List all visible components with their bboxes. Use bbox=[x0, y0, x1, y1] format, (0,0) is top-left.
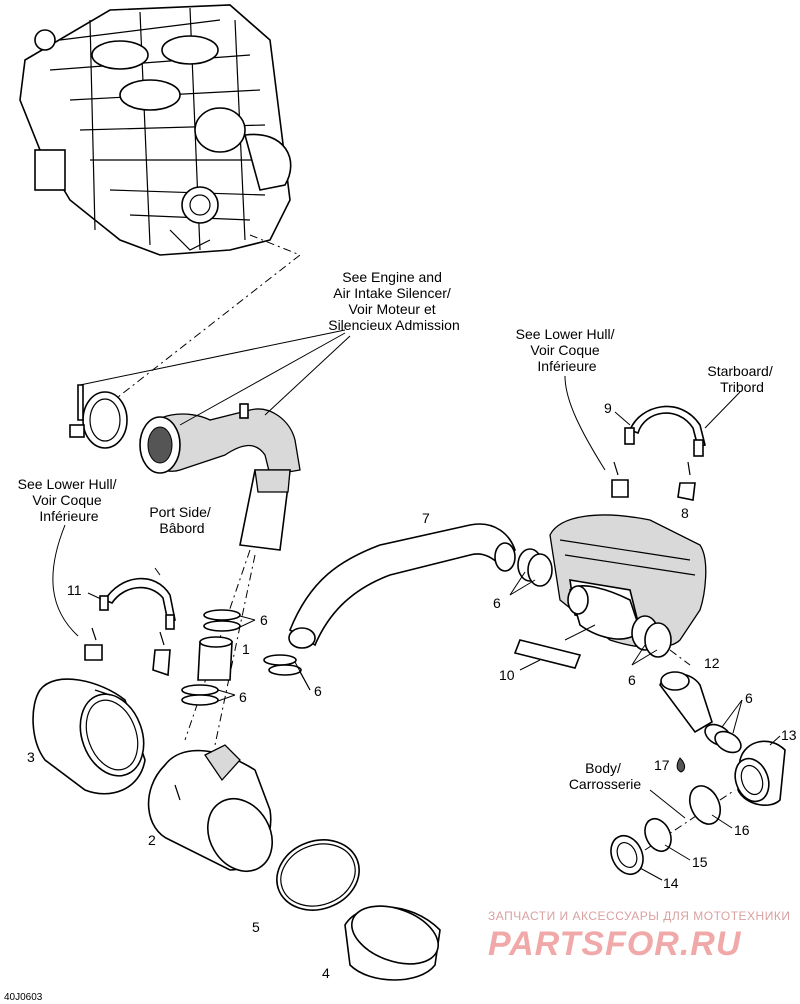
leader-engine-1 bbox=[79, 329, 346, 386]
part-number-11: 11 bbox=[67, 582, 82, 598]
part-number-9: 9 bbox=[604, 400, 612, 416]
leader-6 bbox=[721, 699, 743, 728]
coupler-hose bbox=[197, 636, 233, 681]
leader-6 bbox=[509, 571, 526, 596]
clamp-set-upper bbox=[203, 609, 241, 632]
lower-hull-right-callout: See Lower Hull/ Voir Coque Inférieure bbox=[516, 326, 619, 374]
watermark-brand: PARTSFOR.RU bbox=[488, 925, 742, 963]
leader-body bbox=[649, 789, 686, 819]
part-number-7: 7 bbox=[422, 510, 430, 526]
part-number-13: 13 bbox=[781, 727, 797, 743]
leader-engine-3 bbox=[264, 335, 351, 416]
clamp-set-lower bbox=[181, 684, 219, 706]
clamp bbox=[268, 664, 302, 676]
heat-shield bbox=[32, 678, 146, 795]
leader-11 bbox=[87, 592, 102, 600]
starboard-callout: Starboard/ Tribord bbox=[707, 363, 776, 395]
outlet-dash-line bbox=[669, 649, 691, 666]
part-number-3: 3 bbox=[27, 749, 35, 765]
o-ring bbox=[688, 785, 722, 825]
part-number-16: 16 bbox=[734, 822, 750, 838]
leader-6 bbox=[509, 579, 536, 596]
part-number-6: 6 bbox=[314, 683, 322, 699]
leader-6 bbox=[239, 619, 256, 628]
part-number-5: 5 bbox=[252, 919, 260, 935]
leader-6 bbox=[631, 644, 646, 666]
lower-hull-left-callout: See Lower Hull/ Voir Coque Inférieure bbox=[18, 476, 121, 524]
sealant-drop-icon bbox=[676, 757, 686, 773]
clamp bbox=[263, 654, 297, 666]
part-number-8: 8 bbox=[681, 505, 689, 521]
part-number-2: 2 bbox=[148, 832, 156, 848]
leader-10b bbox=[564, 624, 596, 641]
part-number-15: 15 bbox=[692, 854, 708, 870]
watermark-tagline: ЗАПЧАСТИ И АКСЕССУАРЫ ДЛЯ МОТОТЕХНИКИ bbox=[488, 909, 790, 923]
part-number-6: 6 bbox=[628, 672, 636, 688]
port-side-callout: Port Side/ Bâbord bbox=[149, 504, 214, 536]
leader-15 bbox=[664, 844, 691, 861]
exhaust-manifold-pipe bbox=[69, 384, 301, 551]
end-cap bbox=[344, 905, 441, 981]
port-bracket-right bbox=[152, 631, 171, 677]
leader-6 bbox=[217, 694, 236, 702]
part-number-4: 4 bbox=[322, 965, 330, 981]
engine-link-line bbox=[94, 234, 301, 416]
leader-10 bbox=[519, 659, 541, 671]
leader-9 bbox=[614, 411, 631, 426]
starboard-strap bbox=[624, 405, 706, 457]
part-number-17: 17 bbox=[654, 757, 670, 773]
center-dash-line-2 bbox=[214, 554, 256, 746]
port-strap bbox=[99, 577, 176, 630]
leader-16 bbox=[711, 814, 733, 829]
part-number-1: 1 bbox=[242, 641, 250, 657]
part-number-10: 10 bbox=[499, 667, 515, 683]
exhaust-outlet-fitting bbox=[734, 740, 786, 806]
starboard-bracket-right bbox=[677, 461, 696, 501]
outlet-axis-line bbox=[629, 789, 736, 861]
engine-callout: See Engine and Air Intake Silencer/ Voir… bbox=[328, 269, 460, 333]
body-callout: Body/ Carrosserie bbox=[569, 760, 642, 792]
part-number-6: 6 bbox=[745, 690, 753, 706]
muffler bbox=[147, 744, 273, 872]
drain-tube bbox=[513, 639, 582, 669]
leader-6 bbox=[732, 699, 743, 734]
leader-6 bbox=[631, 649, 658, 666]
tailpipe bbox=[288, 523, 516, 649]
part-number-6: 6 bbox=[260, 612, 268, 628]
gasket bbox=[644, 817, 672, 853]
part-number-6: 6 bbox=[239, 689, 247, 705]
leader-6 bbox=[239, 615, 256, 621]
clamp bbox=[714, 730, 742, 754]
nut bbox=[610, 834, 644, 876]
part-number-14: 14 bbox=[663, 875, 679, 891]
part-number-12: 12 bbox=[704, 655, 720, 671]
leader-6 bbox=[217, 689, 236, 696]
sealing-ring bbox=[276, 839, 360, 911]
leader-starboard bbox=[704, 391, 741, 429]
clamp bbox=[527, 553, 553, 587]
leader-13 bbox=[769, 735, 781, 746]
starboard-bracket-left bbox=[611, 461, 629, 498]
port-bracket-left bbox=[84, 627, 103, 661]
leader-port bbox=[154, 567, 161, 576]
center-dash-line bbox=[184, 549, 251, 741]
leader-lower-hull-left bbox=[52, 524, 79, 637]
engine-illustration bbox=[19, 4, 292, 256]
clamp bbox=[644, 622, 672, 658]
outlet-elbow bbox=[659, 671, 713, 734]
part-number-6: 6 bbox=[493, 595, 501, 611]
leader-14 bbox=[639, 867, 663, 881]
leader-engine-2 bbox=[179, 332, 346, 426]
leader-lower-hull-right bbox=[564, 375, 606, 471]
leader-6 bbox=[299, 671, 311, 691]
diagram-code: 40J0603 bbox=[4, 992, 43, 1003]
